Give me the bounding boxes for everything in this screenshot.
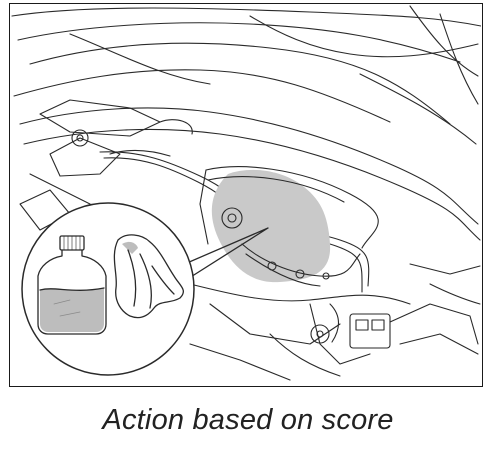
cloth-icon xyxy=(113,234,184,319)
component-housing xyxy=(199,166,379,287)
callout-pointer xyxy=(179,227,269,281)
hood-outline xyxy=(11,5,481,145)
bottle-icon xyxy=(37,235,107,335)
engine-bay-illustration xyxy=(9,3,483,387)
engine-parts xyxy=(189,263,481,381)
cowl-panel xyxy=(19,99,481,241)
highlight-area xyxy=(211,169,331,283)
figure-caption: Action based on score xyxy=(102,404,394,436)
